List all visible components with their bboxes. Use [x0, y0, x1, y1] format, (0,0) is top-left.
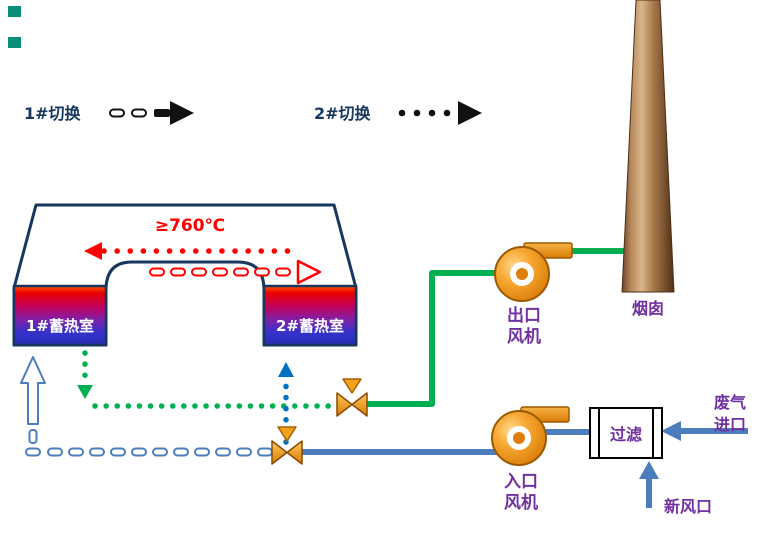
- valve-1: [336, 378, 368, 417]
- filter-label: 过滤: [610, 425, 642, 444]
- regenerator-2: 2#蓄热室: [262, 284, 358, 347]
- outlet-fan-label-line2: 风机: [507, 326, 541, 347]
- waste-gas-label-line1: 废气: [714, 393, 746, 412]
- legend-switch-1: 1#切换: [24, 101, 194, 125]
- legend-switch-2: 2#切换: [314, 101, 482, 125]
- legend-dotted-arrow: [398, 101, 482, 125]
- fresh-air-label: 新风口: [664, 497, 712, 516]
- chimney-label: 烟囱: [632, 299, 664, 318]
- temperature-label: ≥760℃: [155, 216, 225, 236]
- chimney: [621, 0, 675, 293]
- inlet-fan-label-line1: 入口: [504, 472, 538, 492]
- valve-2: [271, 426, 303, 465]
- chamber-flow-arrow-dashed: [149, 259, 322, 285]
- waste-gas-arrow: [661, 421, 748, 441]
- blue-dashed-flow: [20, 356, 273, 457]
- legend-switch1-label: 1#切换: [24, 104, 82, 123]
- waste-gas-label-line2: 进口: [714, 415, 746, 434]
- legend-switch2-label: 2#切换: [314, 104, 372, 123]
- inlet-fan-label-line2: 风机: [504, 492, 538, 513]
- regenerator-1-label: 1#蓄热室: [26, 317, 94, 335]
- chamber-flow-arrow-dotted: [84, 242, 295, 260]
- outlet-fan: [494, 242, 573, 302]
- legend-dashed-arrow: [109, 101, 194, 125]
- regenerator-2-label: 2#蓄热室: [276, 317, 344, 335]
- filter-box: 过滤: [589, 407, 663, 459]
- outlet-fan-label-line1: 出口: [507, 305, 541, 326]
- regenerator-1: 1#蓄热室: [12, 284, 108, 347]
- fresh-air-arrow: [639, 461, 659, 508]
- green-dotted-flow: [77, 350, 343, 409]
- inlet-fan: [491, 406, 570, 466]
- corner-bullets: [8, 6, 21, 48]
